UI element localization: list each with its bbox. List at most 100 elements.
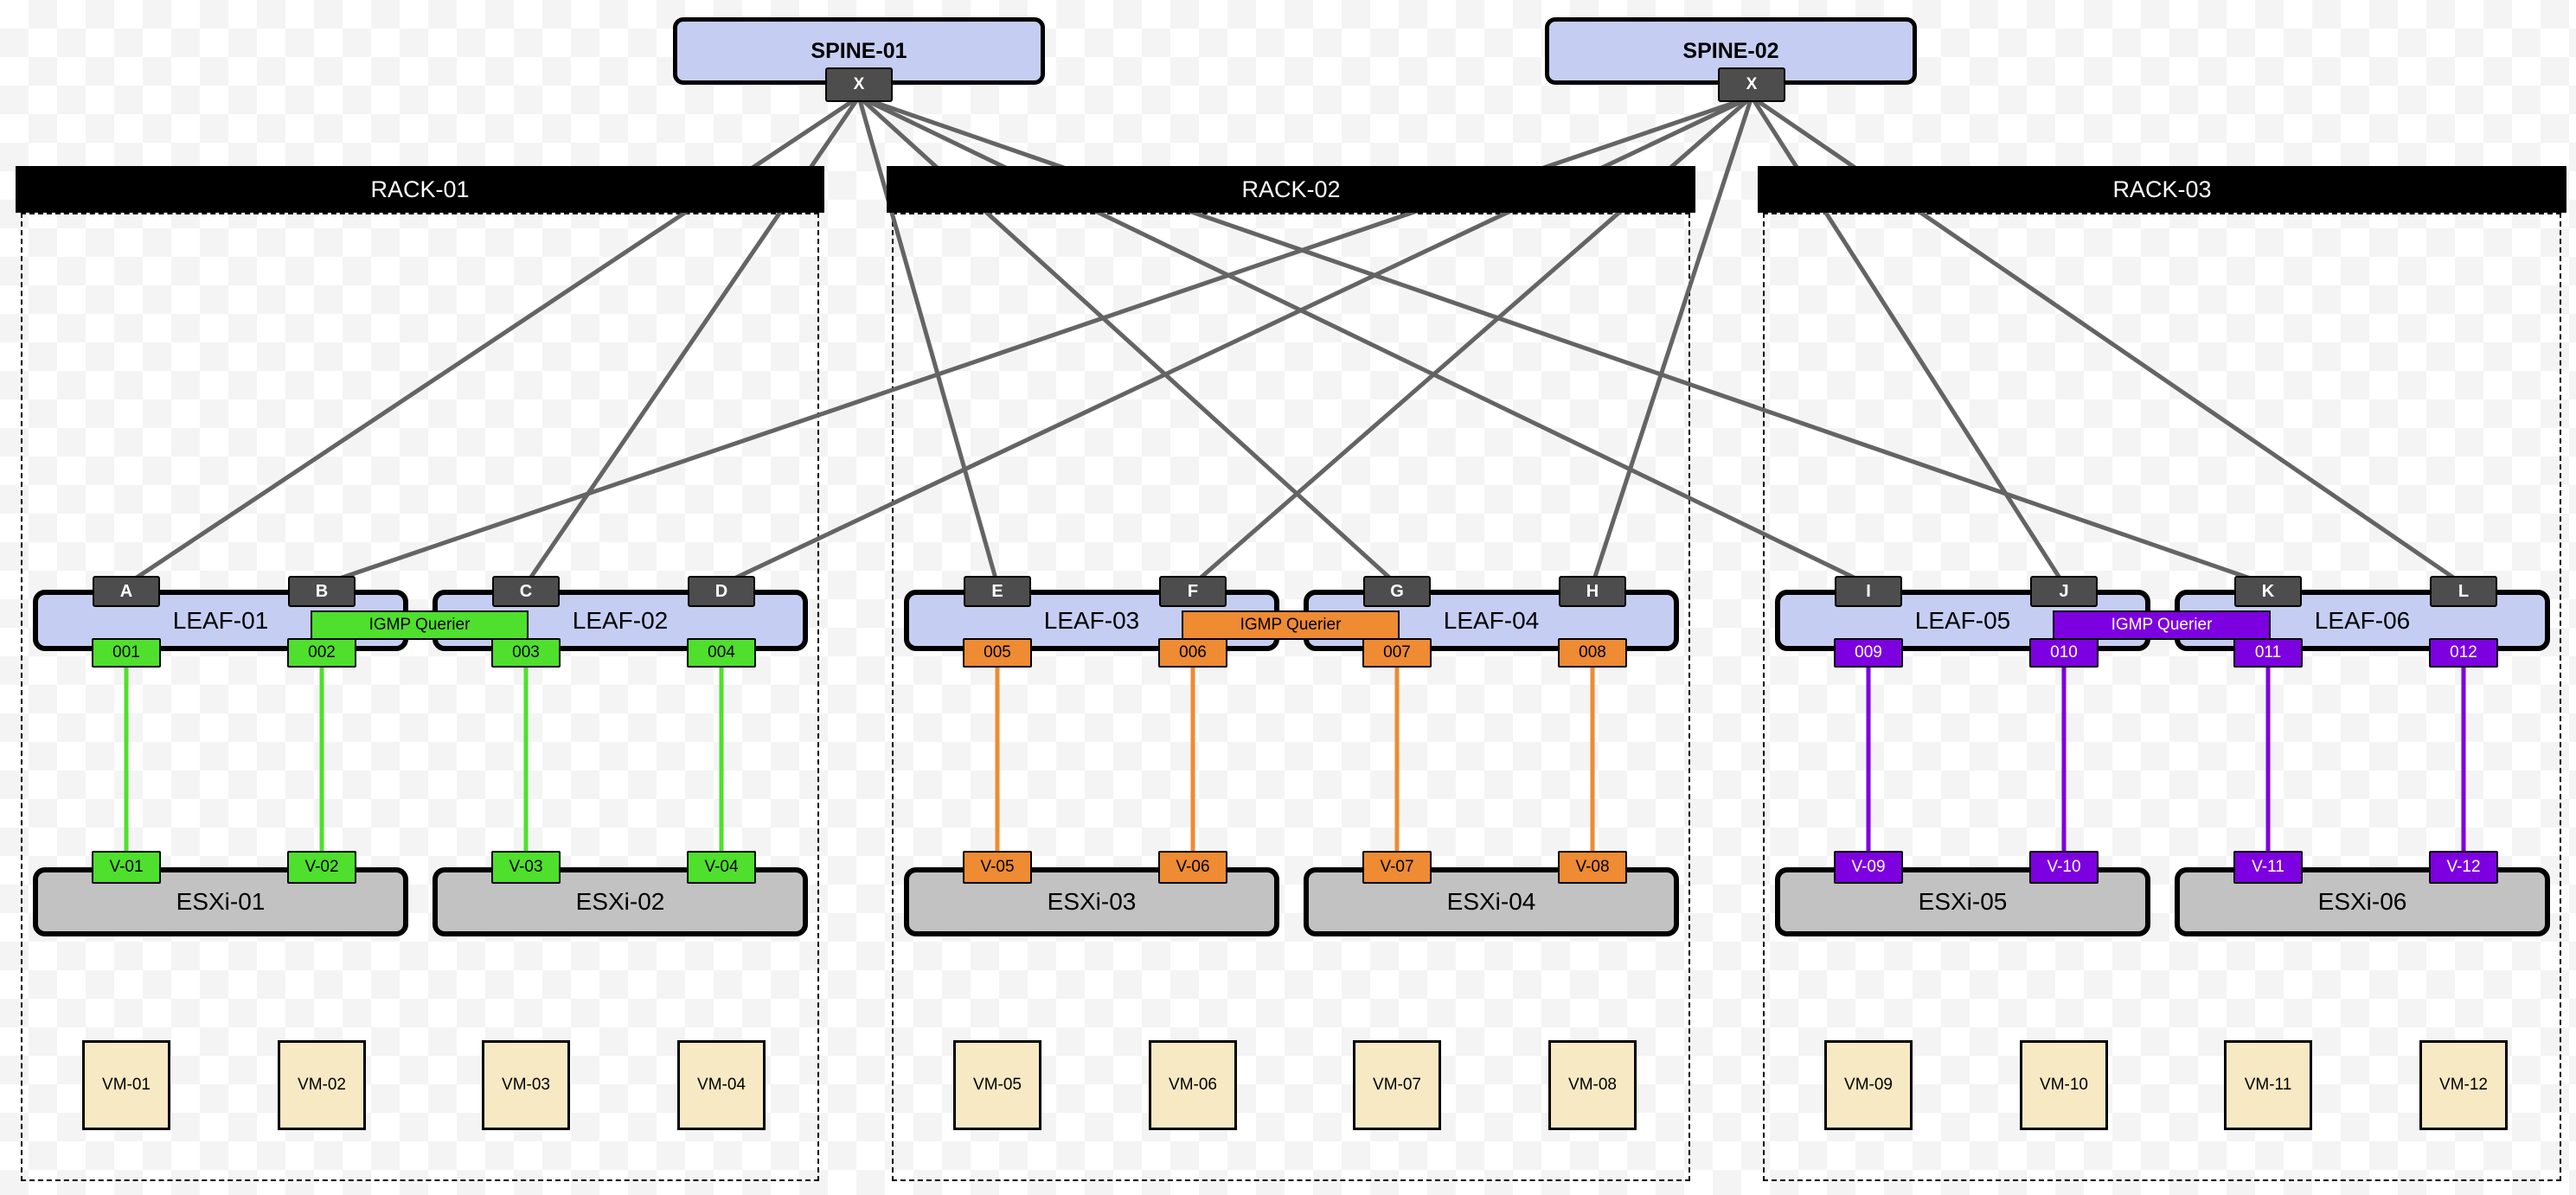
vm-node-vm-04[interactable]: VM-04 [677, 1040, 766, 1130]
uplink-port-label: H [1586, 581, 1599, 601]
uplink-port-label: F [1187, 581, 1199, 601]
vm-node-vm-01[interactable]: VM-01 [82, 1040, 170, 1130]
uplink-port-label: I [1866, 581, 1871, 601]
access-port-006[interactable]: 006 [1158, 638, 1227, 668]
vnic-port-label: V-06 [1176, 858, 1210, 876]
leaf-node-label: LEAF-02 [572, 606, 669, 634]
vnic-port-label: V-11 [2252, 858, 2284, 876]
uplink-port-i[interactable]: I [1835, 576, 1902, 607]
access-port-label: 011 [2254, 643, 2282, 661]
access-port-label: 012 [2450, 643, 2477, 661]
uplink-port-label: J [2059, 581, 2069, 601]
uplink-port-label: G [1390, 581, 1404, 601]
vm-node-label: VM-12 [2439, 1076, 2488, 1094]
uplink-port-b[interactable]: B [288, 576, 356, 607]
vnic-port-v-01[interactable]: V-01 [92, 851, 161, 884]
spine-uplink-port-label: X [853, 75, 865, 93]
vm-node-vm-10[interactable]: VM-10 [2020, 1040, 2108, 1130]
vnic-port-label: V-03 [509, 858, 543, 876]
access-port-008[interactable]: 008 [1558, 638, 1627, 668]
vnic-port-v-08[interactable]: V-08 [1558, 851, 1627, 884]
access-port-012[interactable]: 012 [2429, 638, 2498, 668]
esxi-host-label: ESXi-06 [2317, 888, 2407, 915]
rack-header-label: RACK-02 [1241, 176, 1341, 202]
vnic-port-v-02[interactable]: V-02 [287, 851, 356, 884]
access-port-002[interactable]: 002 [287, 638, 356, 668]
vnic-port-label: V-08 [1575, 858, 1610, 876]
vnic-port-v-03[interactable]: V-03 [491, 851, 561, 884]
access-port-003[interactable]: 003 [491, 638, 561, 668]
access-port-010[interactable]: 010 [2029, 638, 2099, 668]
igmp-querier-label: IGMP Querier [1240, 616, 1342, 634]
rack-header-label: RACK-01 [370, 176, 470, 202]
uplink-port-c[interactable]: C [492, 576, 560, 607]
uplink-port-l[interactable]: L [2430, 576, 2497, 607]
access-port-007[interactable]: 007 [1362, 638, 1432, 668]
vnic-port-v-10[interactable]: V-10 [2029, 851, 2099, 884]
spine-uplink-port[interactable]: X [825, 67, 893, 102]
vnic-port-label: V-12 [2446, 858, 2481, 876]
vm-node-label: VM-10 [2040, 1076, 2088, 1094]
access-port-009[interactable]: 009 [1834, 638, 1903, 668]
vnic-port-v-05[interactable]: V-05 [963, 851, 1032, 884]
igmp-querier-badge[interactable]: IGMP Querier [2053, 610, 2271, 640]
igmp-querier-label: IGMP Querier [2111, 616, 2213, 634]
igmp-querier-label: IGMP Querier [368, 616, 471, 634]
uplink-port-label: K [2261, 581, 2275, 601]
vm-node-vm-12[interactable]: VM-12 [2419, 1040, 2508, 1130]
access-port-005[interactable]: 005 [963, 638, 1032, 668]
vnic-port-v-04[interactable]: V-04 [687, 851, 756, 884]
rack-container[interactable] [1763, 213, 2561, 1181]
esxi-host-label: ESXi-02 [575, 888, 665, 915]
vnic-port-label: V-10 [2047, 858, 2081, 876]
uplink-port-label: E [991, 581, 1003, 601]
spine-uplink-port[interactable]: X [1718, 67, 1785, 102]
uplink-port-f[interactable]: F [1159, 576, 1227, 607]
access-port-label: 006 [1179, 643, 1207, 661]
vm-node-vm-09[interactable]: VM-09 [1824, 1040, 1913, 1130]
access-port-001[interactable]: 001 [92, 638, 161, 668]
vm-node-vm-06[interactable]: VM-06 [1149, 1040, 1237, 1130]
rack-container[interactable] [892, 213, 1690, 1181]
edge-spine1-e[interactable] [856, 96, 1000, 585]
uplink-port-h[interactable]: H [1559, 576, 1626, 607]
vnic-port-v-09[interactable]: V-09 [1834, 851, 1903, 884]
rack-header[interactable]: RACK-02 [887, 166, 1695, 213]
uplink-port-label: D [714, 581, 728, 601]
vm-node-vm-11[interactable]: VM-11 [2224, 1040, 2312, 1130]
uplink-port-e[interactable]: E [964, 576, 1031, 607]
rack-header[interactable]: RACK-01 [16, 166, 824, 213]
access-port-011[interactable]: 011 [2233, 638, 2303, 668]
rack-header[interactable]: RACK-03 [1758, 166, 2566, 213]
vm-node-vm-03[interactable]: VM-03 [482, 1040, 570, 1130]
uplink-port-j[interactable]: J [2030, 576, 2098, 607]
vm-node-vm-07[interactable]: VM-07 [1353, 1040, 1441, 1130]
vm-node-label: VM-09 [1844, 1076, 1893, 1094]
vnic-port-v-06[interactable]: V-06 [1158, 851, 1227, 884]
access-port-label: 007 [1383, 643, 1411, 661]
vm-node-label: VM-07 [1373, 1076, 1421, 1094]
igmp-querier-badge[interactable]: IGMP Querier [311, 610, 529, 640]
uplink-port-k[interactable]: K [2234, 576, 2302, 607]
vm-node-vm-08[interactable]: VM-08 [1548, 1040, 1637, 1130]
igmp-querier-badge[interactable]: IGMP Querier [1182, 610, 1400, 640]
vnic-port-label: V-05 [980, 858, 1015, 876]
vm-node-label: VM-04 [697, 1076, 746, 1094]
access-port-label: 009 [1855, 643, 1882, 661]
access-port-004[interactable]: 004 [687, 638, 756, 668]
vnic-port-v-07[interactable]: V-07 [1362, 851, 1432, 884]
spine-node-label: SPINE-01 [811, 38, 907, 63]
access-port-label: 010 [2050, 643, 2078, 661]
vm-node-vm-05[interactable]: VM-05 [953, 1040, 1041, 1130]
access-port-label: 003 [512, 643, 540, 661]
uplink-port-g[interactable]: G [1363, 576, 1431, 607]
vm-node-vm-02[interactable]: VM-02 [278, 1040, 366, 1130]
rack-container[interactable] [21, 213, 819, 1181]
esxi-host-label: ESXi-05 [1918, 888, 2008, 915]
vnic-port-v-12[interactable]: V-12 [2429, 851, 2498, 884]
vnic-port-v-11[interactable]: V-11 [2233, 851, 2303, 884]
uplink-port-d[interactable]: D [688, 576, 755, 607]
edge-spine2-h[interactable] [1590, 96, 1754, 585]
uplink-port-label: L [2457, 581, 2470, 601]
uplink-port-a[interactable]: A [93, 576, 160, 607]
